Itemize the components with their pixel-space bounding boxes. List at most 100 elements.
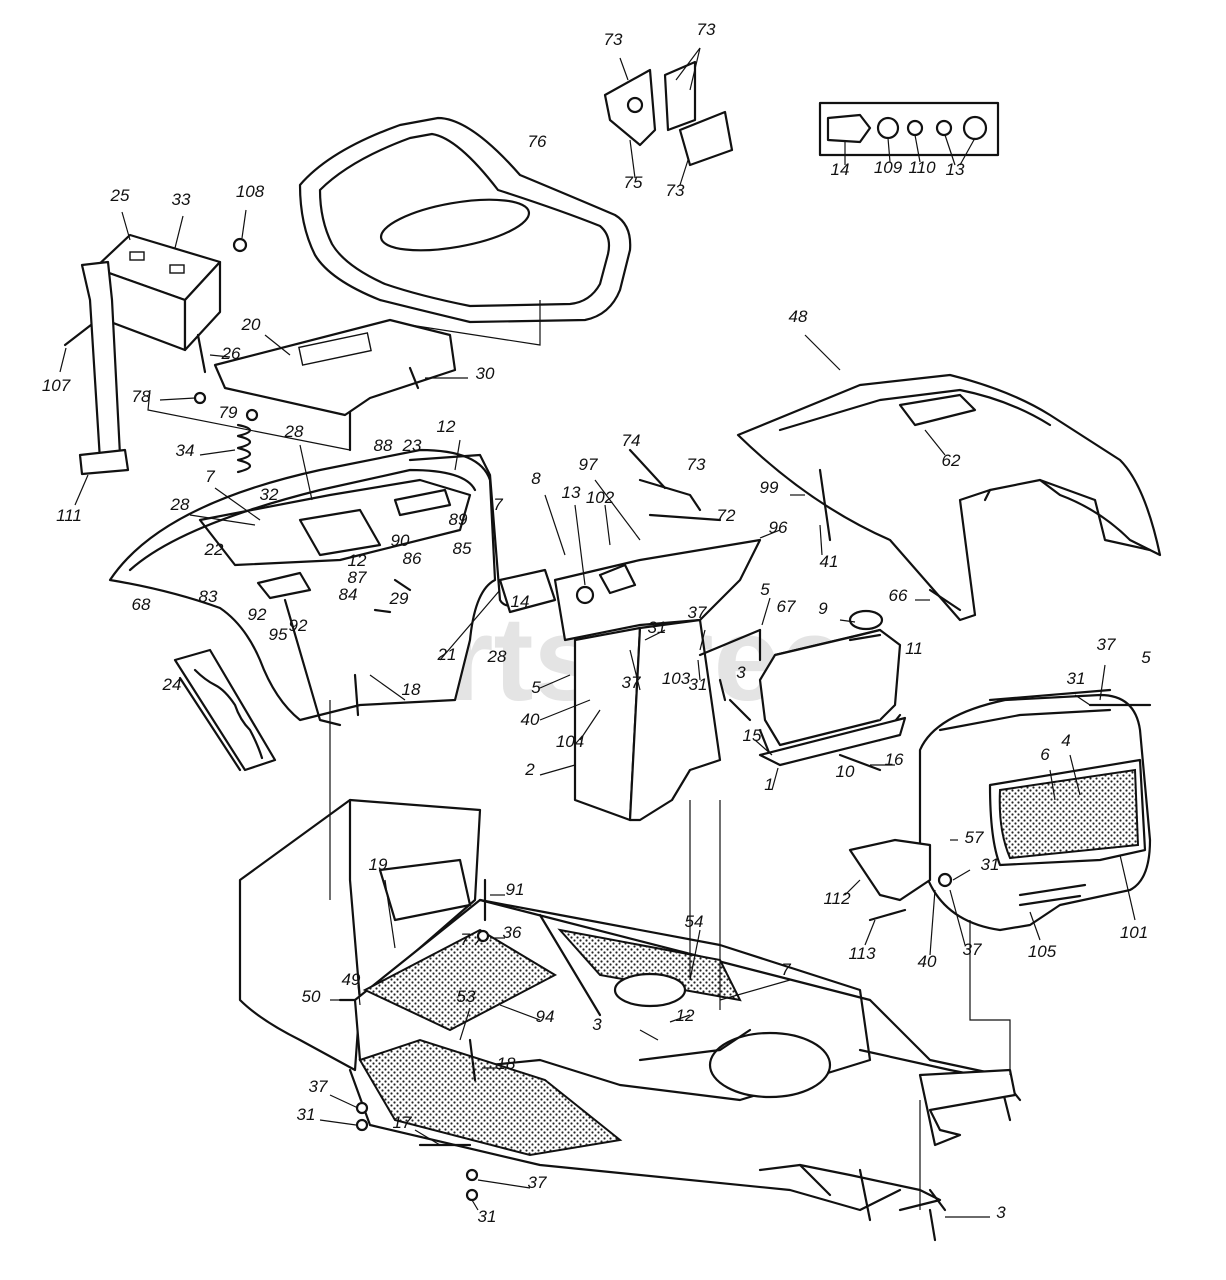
callout-label-49: 49 <box>342 970 361 989</box>
callout-label-85: 85 <box>453 539 472 558</box>
callout-label-107: 107 <box>42 376 71 395</box>
callout-label-73: 73 <box>687 455 706 474</box>
callout-label-37: 37 <box>309 1077 328 1096</box>
callout-label-31: 31 <box>689 675 708 694</box>
callout-label-40: 40 <box>918 952 937 971</box>
callout-label-20: 20 <box>241 315 261 334</box>
callout-label-96: 96 <box>769 518 788 537</box>
seat-bracket <box>603 47 734 186</box>
callout-label-54: 54 <box>685 912 704 931</box>
callout-label-19: 19 <box>369 855 388 874</box>
callout-label-31: 31 <box>478 1207 497 1226</box>
callout-label-90: 90 <box>391 531 410 550</box>
dash-tower <box>539 448 781 822</box>
callout-label-78: 78 <box>132 387 151 406</box>
callout-label-32: 32 <box>260 485 279 504</box>
battery-hold-down <box>74 260 130 506</box>
callout-label-62: 62 <box>942 451 961 470</box>
callout-label-97: 97 <box>579 455 598 474</box>
callout-label-109: 109 <box>874 158 903 177</box>
callout-label-108: 108 <box>236 182 265 201</box>
callout-label-21: 21 <box>437 645 457 664</box>
callout-label-9: 9 <box>818 599 828 618</box>
callout-label-112: 112 <box>823 889 851 908</box>
callout-label-18: 18 <box>402 680 421 699</box>
callout-label-26: 26 <box>221 344 241 363</box>
callout-label-7: 7 <box>205 467 215 486</box>
callout-label-37: 37 <box>963 940 982 959</box>
callout-label-37: 37 <box>528 1173 547 1192</box>
callout-label-4: 4 <box>1061 731 1070 750</box>
callout-label-103: 103 <box>662 669 691 688</box>
callout-label-17: 17 <box>393 1113 412 1132</box>
callout-label-23: 23 <box>402 436 422 455</box>
callout-label-28: 28 <box>170 495 190 514</box>
battery <box>59 209 248 373</box>
callout-label-15: 15 <box>743 726 762 745</box>
callout-label-13: 13 <box>562 483 581 502</box>
spring <box>147 389 351 474</box>
callout-label-10: 10 <box>836 762 855 781</box>
callout-label-67: 67 <box>777 597 796 616</box>
callout-label-89: 89 <box>449 510 468 529</box>
callout-label-7: 7 <box>781 960 791 979</box>
callout-label-14: 14 <box>511 592 530 611</box>
seat <box>298 116 632 346</box>
callout-label-57: 57 <box>965 828 984 847</box>
callout-label-31: 31 <box>648 618 667 637</box>
callout-label-105: 105 <box>1028 942 1057 961</box>
callout-label-16: 16 <box>885 750 904 769</box>
fender-lower-panel <box>173 648 277 772</box>
callout-label-104: 104 <box>556 732 584 751</box>
chassis-frame <box>238 700 1022 1242</box>
callout-label-41: 41 <box>820 552 839 571</box>
callout-label-34: 34 <box>176 441 195 460</box>
front-grille <box>918 664 1152 941</box>
callout-label-66: 66 <box>889 586 908 605</box>
callout-label-76: 76 <box>528 132 547 151</box>
callout-label-28: 28 <box>284 422 304 441</box>
callout-label-102: 102 <box>586 488 615 507</box>
callout-label-13: 13 <box>946 160 965 179</box>
callout-label-87: 87 <box>348 568 367 587</box>
callout-label-36: 36 <box>503 923 522 942</box>
callout-label-24: 24 <box>162 675 182 694</box>
callout-label-40: 40 <box>521 710 540 729</box>
callout-label-3: 3 <box>592 1015 602 1034</box>
callout-label-7: 7 <box>493 495 503 514</box>
fuel-tank <box>697 597 907 791</box>
callout-label-94: 94 <box>536 1007 555 1026</box>
callout-label-11: 11 <box>905 639 923 658</box>
callout-label-111: 111 <box>56 506 82 525</box>
seat-plate <box>196 318 468 452</box>
callout-label-3: 3 <box>736 663 746 682</box>
callout-label-110: 110 <box>908 158 936 177</box>
callout-label-74: 74 <box>622 431 641 450</box>
callout-label-29: 29 <box>389 589 409 608</box>
callout-label-1: 1 <box>764 775 773 794</box>
callout-label-73: 73 <box>697 20 716 39</box>
callout-label-14: 14 <box>831 160 850 179</box>
callout-label-113: 113 <box>848 944 876 963</box>
callout-label-12: 12 <box>348 551 367 570</box>
callout-label-33: 33 <box>172 190 191 209</box>
callout-label-73: 73 <box>604 30 623 49</box>
callout-label-92: 92 <box>289 616 308 635</box>
callout-label-28: 28 <box>487 647 507 666</box>
callout-label-37: 37 <box>688 603 707 622</box>
callout-label-12: 12 <box>676 1006 695 1025</box>
callout-label-31: 31 <box>981 855 1000 874</box>
callout-label-12: 12 <box>437 417 456 436</box>
callout-label-5: 5 <box>531 678 541 697</box>
callout-label-37: 37 <box>1097 635 1116 654</box>
grille-bracket <box>844 838 966 956</box>
callout-label-92: 92 <box>248 605 267 624</box>
callout-label-18: 18 <box>497 1054 516 1073</box>
callout-label-7: 7 <box>460 930 470 949</box>
callout-label-75: 75 <box>624 173 643 192</box>
callout-label-95: 95 <box>269 625 288 644</box>
callout-label-91: 91 <box>506 880 525 899</box>
callout-label-53: 53 <box>457 987 476 1006</box>
